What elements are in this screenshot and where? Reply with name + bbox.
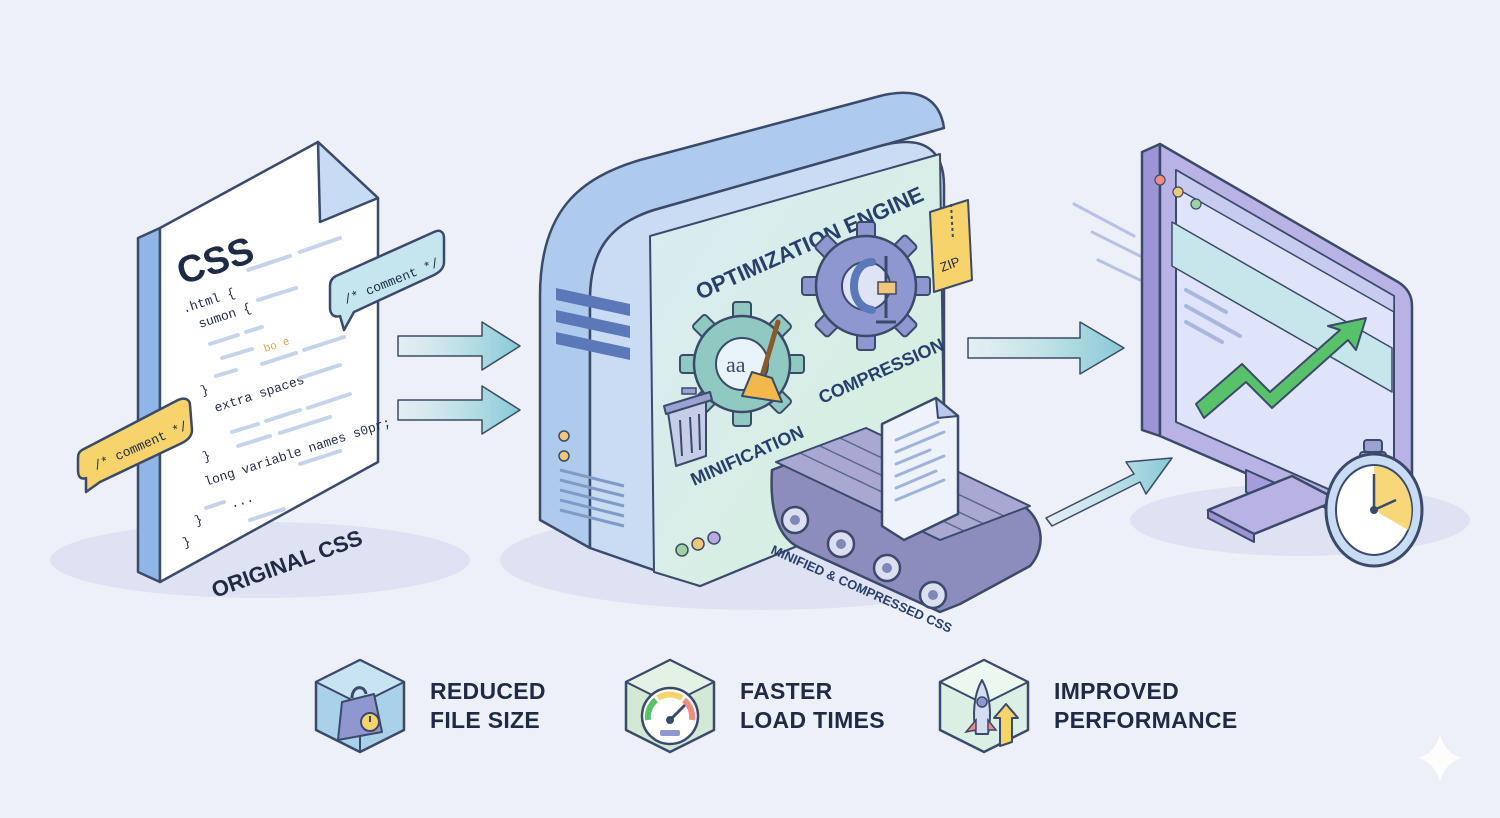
doc-fold bbox=[316, 140, 380, 224]
status-light-green bbox=[675, 543, 689, 557]
doc-side bbox=[136, 226, 162, 584]
arrows-doc-to-engine bbox=[397, 321, 521, 435]
window-dot-yellow bbox=[1172, 186, 1184, 198]
minified-document-icon bbox=[880, 396, 960, 542]
benefit-3-line-1: IMPROVED bbox=[1054, 678, 1180, 704]
code-line-7: ... bbox=[229, 490, 256, 511]
status-light-yellow bbox=[691, 537, 705, 551]
engine-side-light-2 bbox=[558, 450, 570, 462]
svg-text:aa: aa bbox=[726, 352, 746, 377]
optimization-engine: OPTIMIZATION ENGINE aa bbox=[538, 91, 973, 588]
window-dot-red bbox=[1154, 174, 1166, 186]
arrows-engine-to-monitor bbox=[967, 202, 1173, 527]
compression-gear-icon bbox=[801, 221, 931, 351]
zip-file-icon: ZIP bbox=[929, 199, 973, 293]
speed-lines bbox=[1072, 202, 1142, 282]
status-light-purple bbox=[707, 531, 721, 545]
benefit-faster-load-times: FASTER LOAD TIMES bbox=[622, 656, 885, 756]
engine-side-grille bbox=[559, 468, 625, 528]
stopwatch-icon bbox=[1324, 439, 1424, 568]
page-text-lines bbox=[1184, 288, 1242, 344]
benefit-improved-performance: IMPROVED PERFORMANCE bbox=[936, 656, 1237, 756]
original-css-document: CSS .html { sumon { } extra spaces } lon… bbox=[136, 140, 393, 603]
clamp-icon bbox=[850, 256, 897, 324]
window-dot-green bbox=[1190, 198, 1202, 210]
trash-icon bbox=[663, 387, 713, 467]
benefit-1-line-1: REDUCED bbox=[430, 678, 546, 704]
benefit-2-line-2: LOAD TIMES bbox=[740, 707, 885, 733]
benefit-2-line-1: FASTER bbox=[740, 678, 833, 704]
broom-icon bbox=[741, 319, 783, 403]
benefit-1-line-2: FILE SIZE bbox=[430, 707, 541, 733]
weight-icon bbox=[314, 658, 406, 754]
monitor bbox=[1140, 142, 1414, 543]
benefit-reduced-file-size: REDUCED FILE SIZE bbox=[312, 656, 546, 756]
engine-vents bbox=[556, 288, 630, 360]
growth-arrow-icon bbox=[1195, 317, 1367, 419]
code-dash-lines bbox=[204, 236, 352, 522]
benefit-3-line-2: PERFORMANCE bbox=[1054, 707, 1238, 733]
sparkle-icon bbox=[1418, 734, 1462, 782]
zip-badge-text: ZIP bbox=[938, 254, 962, 275]
gauge-icon bbox=[624, 658, 716, 754]
rocket-icon bbox=[938, 658, 1030, 754]
engine-side-light-1 bbox=[558, 430, 570, 442]
browser-titlebar bbox=[1175, 169, 1395, 313]
